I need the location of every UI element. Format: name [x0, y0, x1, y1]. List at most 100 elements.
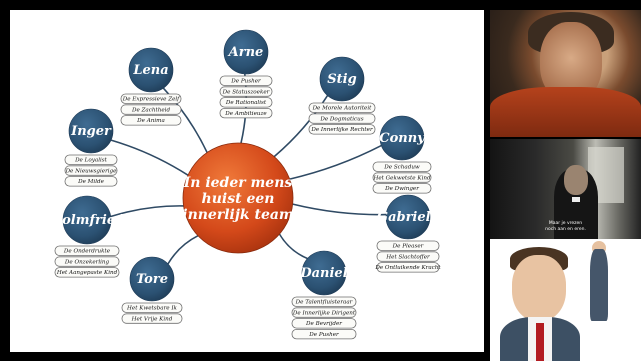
- trait-label: De Innerlijke Dirigent: [292, 310, 356, 316]
- trait-pill: [291, 328, 357, 340]
- trait-label: De Pusher: [230, 79, 261, 85]
- trait-pill: [54, 245, 120, 256]
- trait-pill: [308, 113, 376, 124]
- trait-label: De Dwinger: [384, 186, 419, 192]
- photo-smiling-man: [490, 10, 641, 137]
- trait-pill: [219, 75, 273, 86]
- trait-label: De Morele Autoriteit: [312, 106, 373, 112]
- trait-pill: [54, 256, 120, 267]
- trait-label: De Loyalist: [74, 158, 108, 164]
- trait-pill: [64, 165, 118, 176]
- trait-label: De Onzekerling: [64, 259, 110, 265]
- trait-label: De Rationalist: [225, 100, 267, 106]
- node-name: Gabriela: [377, 210, 439, 225]
- trait-label: De Ambitieuze: [224, 111, 267, 117]
- trait-pill: [372, 183, 432, 194]
- photo-thinking-businessman: [490, 239, 641, 361]
- connector-line: [167, 234, 199, 265]
- trait-pill: [120, 115, 182, 126]
- trait-pill: [291, 296, 357, 307]
- center-text-line-3: innerlijk team: [182, 207, 294, 223]
- trait-pill: [291, 318, 357, 329]
- center-node: In ieder mens huist een innerlijk team: [182, 142, 294, 254]
- center-circle: [182, 142, 294, 254]
- trait-pill: [64, 176, 118, 187]
- trait-label: De Milde: [77, 179, 104, 185]
- trait-pill: [308, 124, 376, 135]
- trait-pill: [219, 97, 273, 108]
- trait-label: De Zachtheid: [131, 107, 170, 113]
- slide: Arne De Pusher De Statuszoeker De Rationali…: [10, 10, 484, 352]
- trait-pill: [308, 102, 376, 113]
- node-circle: [301, 250, 347, 296]
- connector-line: [292, 203, 387, 216]
- node-daniel: Daniel De Talentfluisteraar De Innerlijke …: [291, 250, 357, 340]
- center-text-line-1: In ieder mens: [183, 175, 293, 191]
- team-diagram: Arne De Pusher De Statuszoeker De Rationali…: [49, 29, 441, 340]
- trait-label: Het Vrije Kind: [131, 316, 173, 322]
- photo-film-still-priest: Maar je vrezen noch aan en eren.: [490, 139, 641, 239]
- trait-pill: [120, 104, 182, 115]
- subtitle-line-1: Maar je vrezen: [548, 221, 583, 226]
- trait-label: Het Aangepaste Kind: [56, 270, 118, 276]
- connector-line: [289, 144, 382, 180]
- node-circle: [68, 108, 114, 154]
- connector-lines: [110, 73, 387, 265]
- trait-label: Het Gekwetste Kind: [372, 175, 431, 181]
- subtitle-line-2: noch aan en eren.: [545, 227, 586, 232]
- trait-pill: [376, 251, 440, 262]
- node-circle: [385, 194, 431, 240]
- film-subtitle: Maar je vrezen noch aan en eren.: [490, 221, 641, 233]
- trait-label: De Statuszoeker: [222, 89, 270, 95]
- node-circle: [379, 115, 425, 161]
- connector-line: [273, 95, 329, 158]
- trait-pill: [120, 93, 182, 104]
- trait-label: De Dogmaticus: [319, 116, 363, 122]
- trait-pill: [376, 240, 440, 251]
- node-name: Conny: [379, 131, 426, 146]
- node-name: Daniel: [299, 266, 347, 281]
- trait-pill: [54, 267, 120, 278]
- node-name: Arne: [227, 45, 264, 60]
- node-arne: Arne De Pusher De Statuszoeker De Rationali…: [219, 29, 273, 119]
- trait-label: De Expressieve Zelf: [122, 97, 180, 103]
- trait-pill: [219, 108, 273, 119]
- trait-label: De Innerlijke Rechter: [310, 127, 373, 133]
- connector-line: [110, 205, 184, 218]
- node-circle: [128, 47, 174, 93]
- trait-label: De Talentfluisteraar: [295, 300, 353, 306]
- node-name: Lena: [132, 63, 168, 78]
- node-name: Stig: [327, 72, 356, 87]
- node-circle: [129, 256, 175, 302]
- trait-pill: [372, 161, 432, 172]
- connector-line: [278, 233, 308, 260]
- trait-label: De Ontluikende Kracht: [374, 265, 441, 271]
- trait-label: De Schaduw: [383, 165, 420, 171]
- connector-line: [110, 139, 189, 176]
- person-nodes: Arne De Pusher De Statuszoeker De Rationali…: [49, 29, 441, 340]
- node-lena: Lena De Expressieve Zelf De Zachtheid De An…: [120, 47, 182, 126]
- node-name: Holmfried: [49, 213, 124, 228]
- trait-label: De Onderdrukte: [63, 249, 111, 255]
- node-circle: [223, 29, 269, 75]
- trait-label: De Bevrijder: [305, 321, 342, 327]
- trait-label: Het Slachtoffer: [385, 254, 430, 260]
- center-text-line-2: huist een: [202, 191, 275, 207]
- trait-pill: [64, 154, 118, 165]
- trait-pill: [121, 302, 183, 313]
- node-name: Tore: [136, 272, 168, 287]
- node-circle: [319, 56, 365, 102]
- trait-pill: [121, 313, 183, 324]
- node-stig: Stig De Morele Autoriteit De Dogmaticus De …: [308, 56, 376, 135]
- trait-label: De Pusher: [308, 332, 339, 338]
- trait-pill: [219, 86, 273, 97]
- node-holmfried: Holmfried De Onderdrukte De OnzekerlingHet…: [49, 195, 124, 278]
- trait-pill: [376, 262, 440, 273]
- trait-label: De Anima: [136, 118, 165, 124]
- trait-pill: [291, 307, 357, 318]
- node-name: Inger: [70, 124, 112, 139]
